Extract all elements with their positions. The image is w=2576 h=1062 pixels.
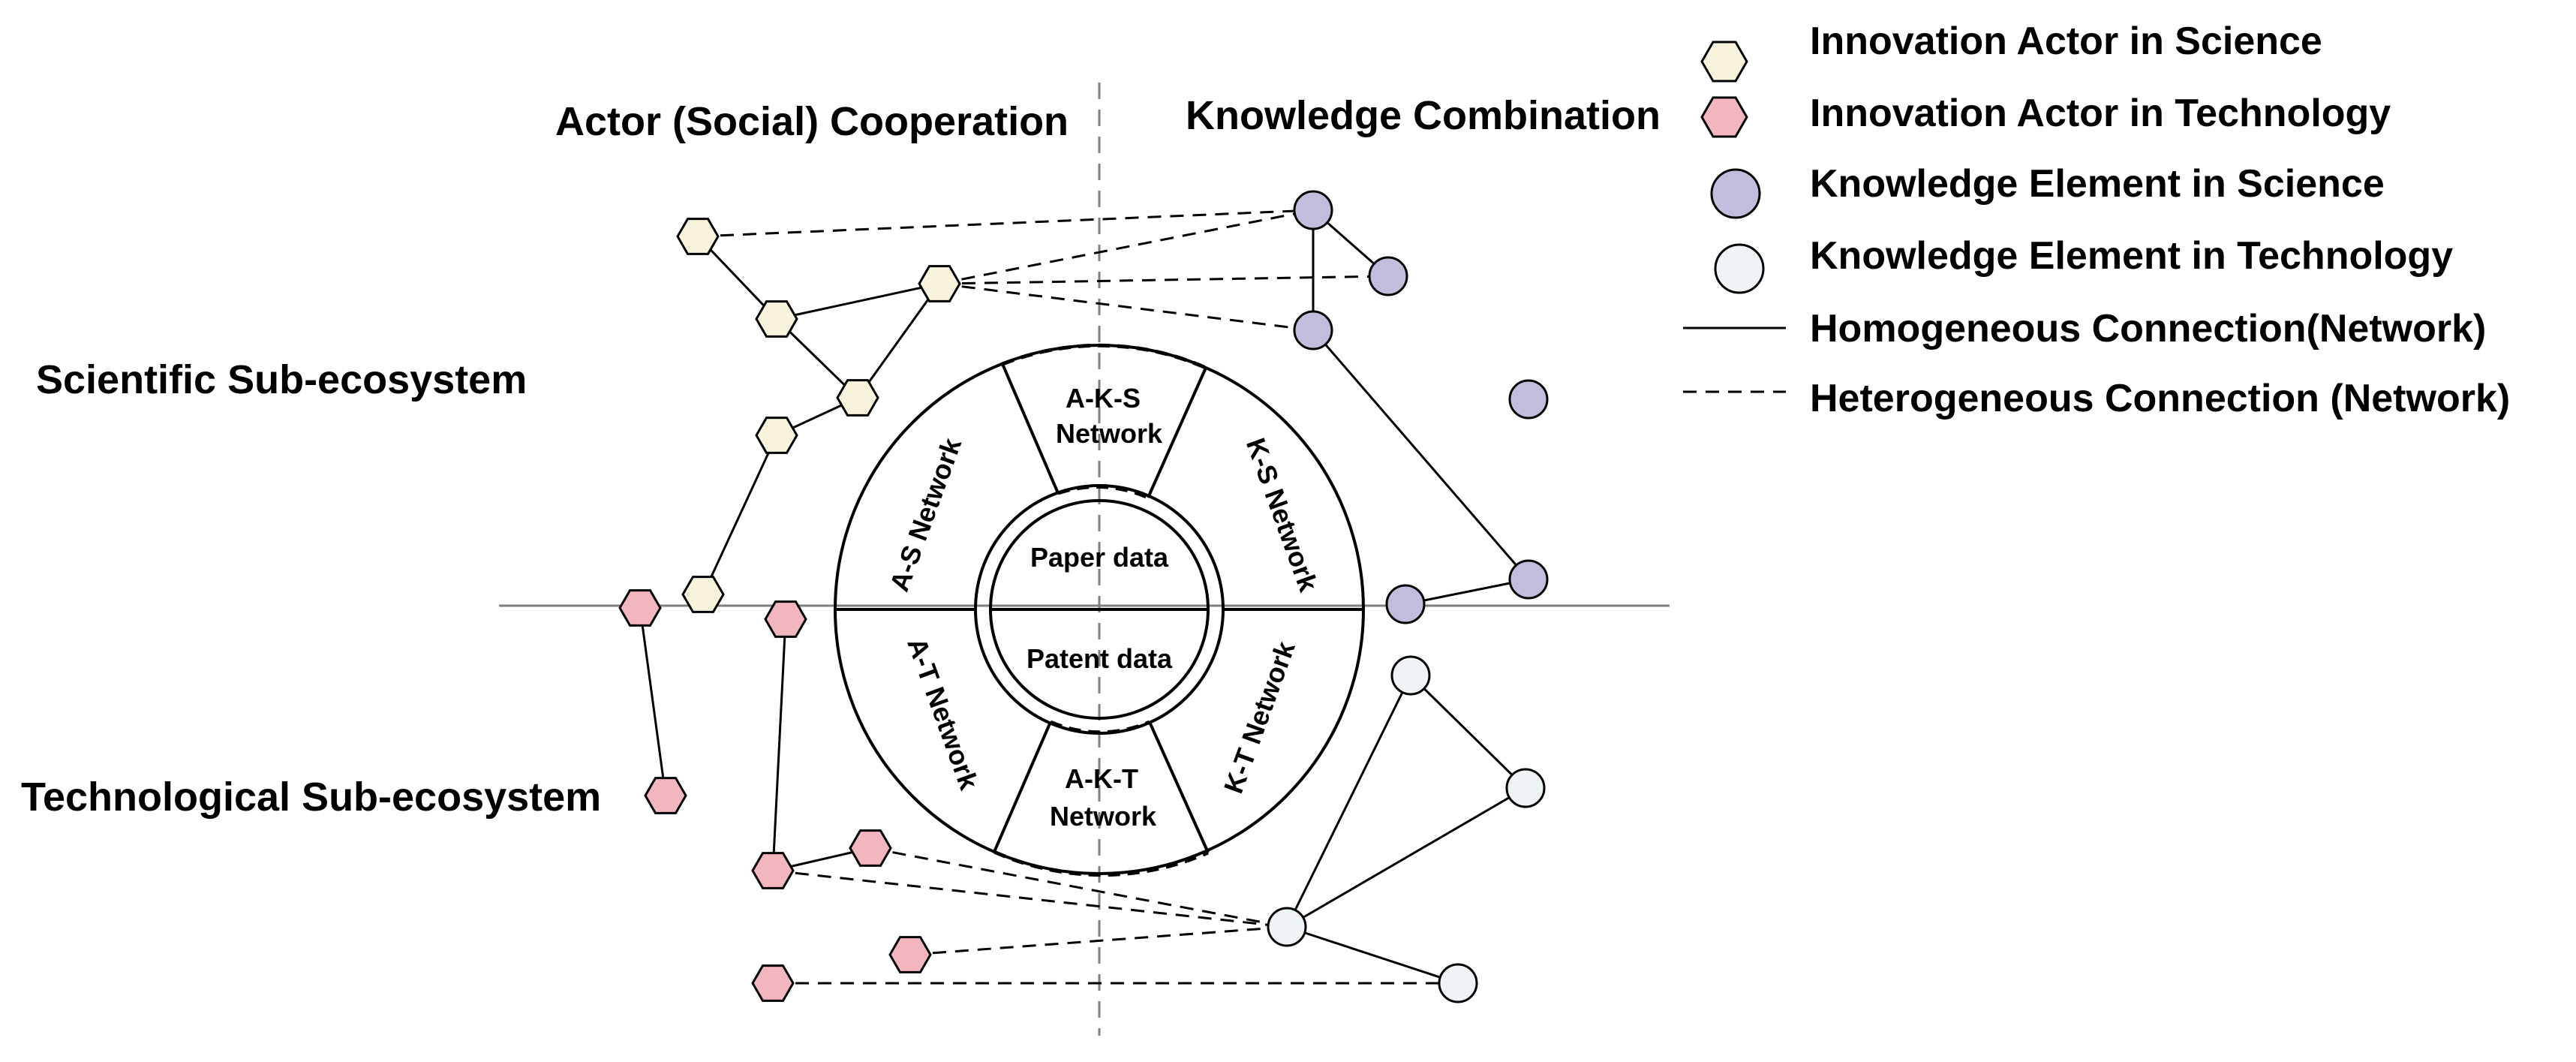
- actor-science-node: [681, 576, 725, 613]
- legend: Innovation Actor in Science Innovation A…: [1683, 20, 2510, 420]
- knowledge-technology-nodes: [1267, 655, 1546, 1003]
- sector-aks-line1: A-K-S: [1066, 383, 1141, 414]
- actor-science-node: [755, 300, 798, 338]
- knowledge-science-node: [1368, 256, 1408, 296]
- ring-dashed-arcs: [993, 343, 1210, 877]
- sector-as-network: A-S Network: [883, 433, 967, 595]
- ring-divider-upper-left: [1001, 363, 1060, 494]
- knowledge-science-node: [1293, 310, 1333, 350]
- knowledge-science-node: [1385, 584, 1426, 624]
- legend-actor-science-label: Innovation Actor in Science: [1810, 20, 2322, 63]
- legend-actor-technology-icon: [1700, 96, 1748, 138]
- knowledge-science-node: [1508, 559, 1549, 600]
- sector-akt-line1: A-K-T: [1065, 763, 1138, 794]
- knowledge-technology-node: [1267, 907, 1307, 947]
- actor-technology-node: [764, 600, 807, 638]
- legend-knowledge-technology-icon: [1714, 243, 1765, 294]
- label-actor-cooperation: Actor (Social) Cooperation: [555, 99, 1069, 144]
- legend-actor-science-icon: [1700, 41, 1748, 83]
- actor-technology-node: [644, 777, 687, 814]
- ring-divider-upper-right: [1147, 367, 1207, 498]
- knowledge-technology-node: [1505, 768, 1546, 808]
- sector-at-network: A-T Network: [901, 633, 984, 794]
- actor-science-node: [918, 265, 961, 302]
- legend-heterogeneous-label: Heterogeneous Connection (Network): [1810, 377, 2510, 420]
- legend-homogeneous-label: Homogeneous Connection(Network): [1810, 307, 2486, 350]
- legend-knowledge-science-icon: [1710, 168, 1761, 219]
- actor-technology-node: [751, 852, 795, 889]
- knowledge-science-node: [1508, 379, 1549, 420]
- knowledge-science-node: [1293, 190, 1333, 230]
- actor-science-node: [836, 379, 879, 417]
- knowledge-technology-node: [1438, 963, 1478, 1003]
- sector-aks-line2: Network: [1056, 418, 1163, 449]
- ring-divider-lower-left: [993, 721, 1052, 853]
- sector-kt-network: K-T Network: [1218, 636, 1301, 797]
- legend-knowledge-science-label: Knowledge Element in Science: [1810, 162, 2385, 206]
- label-knowledge-combination: Knowledge Combination: [1186, 93, 1661, 138]
- actor-technology-node: [618, 589, 662, 627]
- actor-science-nodes: [676, 218, 961, 613]
- actor-technology-node: [751, 964, 795, 1002]
- ring-paper-data: Paper data: [1030, 542, 1169, 573]
- actor-science-node: [676, 218, 720, 255]
- sector-ks-network: K-S Network: [1240, 434, 1324, 596]
- label-scientific-subecosystem: Scientific Sub-ecosystem: [36, 357, 527, 402]
- actor-technology-node: [849, 829, 892, 867]
- actor-technology-node: [888, 936, 932, 973]
- sector-akt-line2: Network: [1050, 801, 1157, 832]
- legend-knowledge-technology-label: Knowledge Element in Technology: [1810, 234, 2453, 278]
- ring-patent-data: Patent data: [1026, 643, 1173, 674]
- legend-actor-technology-label: Innovation Actor in Technology: [1810, 92, 2391, 135]
- knowledge-science-nodes: [1293, 190, 1549, 624]
- heterogeneous-connections: [697, 209, 1458, 985]
- knowledge-technology-node: [1390, 655, 1431, 696]
- actor-technology-nodes: [618, 589, 932, 1002]
- actor-science-node: [755, 417, 798, 454]
- ring-divider-lower-right: [1148, 721, 1210, 853]
- label-technological-subecosystem: Technological Sub-ecosystem: [21, 775, 601, 820]
